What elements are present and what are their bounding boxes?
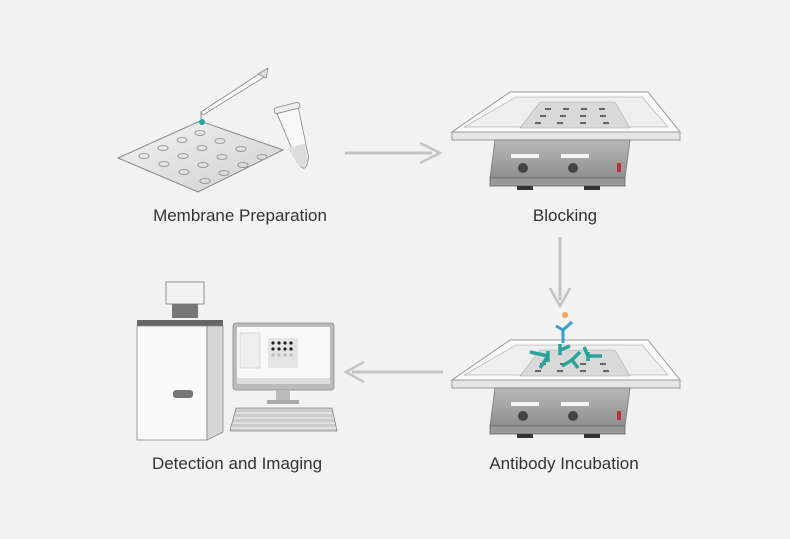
microcentrifuge-tube-icon xyxy=(273,101,309,169)
arrow-right xyxy=(345,141,443,165)
pipette-icon xyxy=(199,67,269,125)
arrow-down xyxy=(548,237,572,309)
blocking-shaker-illustration xyxy=(451,91,681,191)
antibody-incubation-illustration xyxy=(451,312,681,439)
primary-antibodies-icon xyxy=(529,344,602,370)
antigen-dot xyxy=(562,312,568,318)
computer-monitor-icon xyxy=(232,322,335,404)
keyboard-icon xyxy=(229,407,338,432)
arrow-left xyxy=(343,360,443,384)
membrane-sheet xyxy=(116,120,285,193)
step-label-blocking: Blocking xyxy=(532,206,598,225)
step-label-membrane-preparation: Membrane Preparation xyxy=(153,206,327,225)
secondary-antibody-icon xyxy=(555,320,573,343)
step-label-antibody-incubation: Antibody Incubation xyxy=(489,454,639,473)
membrane-preparation-illustration xyxy=(116,67,309,193)
step-label-detection-and-imaging: Detection and Imaging xyxy=(151,454,323,473)
membrane-spots xyxy=(138,130,268,184)
imaging-system-illustration xyxy=(136,281,224,441)
